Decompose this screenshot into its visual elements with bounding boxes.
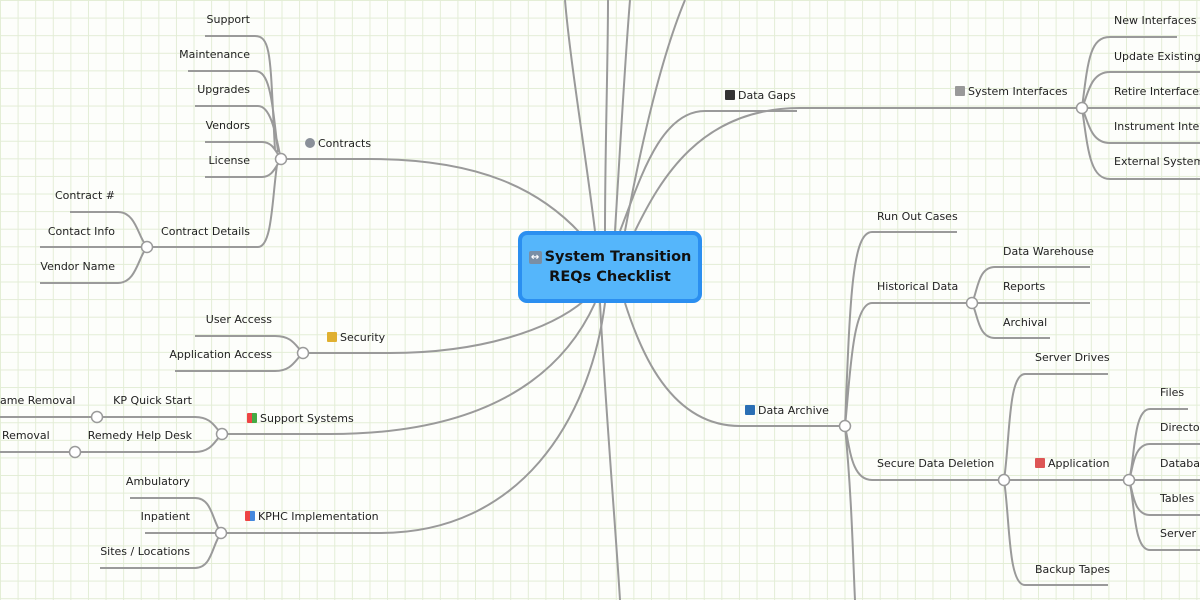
root-title-line1: System Transition	[544, 249, 692, 265]
node-label: Data Gaps	[738, 89, 796, 102]
node-contracts[interactable]: Contracts	[305, 137, 371, 151]
node-label: System Interfaces	[968, 85, 1068, 98]
node-new-interfaces[interactable]: New Interfaces	[1114, 14, 1197, 27]
key-icon	[327, 332, 337, 342]
node-secure-data-deletion[interactable]: Secure Data Deletion	[877, 457, 995, 470]
node-label: Application	[1048, 457, 1110, 470]
node-reports[interactable]: Reports	[1003, 280, 1046, 293]
node-backup-tapes[interactable]: Backup Tapes	[1035, 563, 1110, 576]
book-icon	[745, 405, 755, 415]
windows-icon	[245, 511, 255, 521]
node-contract-number[interactable]: Contract #	[54, 189, 115, 202]
node-historical-data[interactable]: Historical Data	[877, 280, 959, 293]
node-application-access[interactable]: Application Access	[169, 348, 272, 361]
node-server-drives[interactable]: Server Drives	[1035, 351, 1110, 364]
node-retire-interfaces[interactable]: Retire Interfaces	[1114, 85, 1200, 98]
node-inpatient[interactable]: Inpatient	[140, 510, 190, 523]
node-label: KPHC Implementation	[258, 510, 379, 523]
node-contract-details[interactable]: Contract Details	[161, 225, 250, 238]
node-security[interactable]: Security	[327, 331, 385, 345]
node-label: Support Systems	[260, 412, 354, 425]
node-remedy-help-desk[interactable]: Remedy Help Desk	[87, 429, 192, 442]
node-system-interfaces[interactable]: System Interfaces	[955, 85, 1068, 99]
node-archival[interactable]: Archival	[1003, 316, 1048, 329]
node-upgrades[interactable]: Upgrades	[197, 83, 250, 96]
node-license[interactable]: License	[208, 154, 250, 167]
node-label: Security	[340, 331, 386, 344]
root-title-line2: REQs Checklist	[549, 269, 671, 285]
node-maintenance[interactable]: Maintenance	[179, 48, 250, 61]
node-data-warehouse[interactable]: Data Warehouse	[1003, 245, 1094, 258]
gear-icon	[305, 138, 315, 148]
node-instrument-interfaces[interactable]: Instrument Interfa	[1114, 120, 1200, 133]
node-data-gaps[interactable]: Data Gaps	[725, 89, 796, 103]
windows-icon	[247, 413, 257, 423]
folder-icon	[955, 86, 965, 96]
node-removal[interactable]: Removal	[2, 429, 50, 442]
node-label: Data Archive	[758, 404, 829, 417]
node-run-out-cases[interactable]: Run Out Cases	[877, 210, 958, 223]
node-files[interactable]: Files	[1160, 386, 1185, 399]
node-user-access[interactable]: User Access	[205, 313, 272, 326]
node-kp-quick-start[interactable]: KP Quick Start	[113, 394, 192, 407]
node-vendors[interactable]: Vendors	[205, 119, 250, 132]
node-sites-locations[interactable]: Sites / Locations	[100, 545, 190, 558]
left-right-arrow-icon: ↔	[528, 251, 542, 264]
node-application[interactable]: Application	[1035, 457, 1109, 471]
node-tables[interactable]: Tables	[1160, 492, 1195, 505]
node-update-existing[interactable]: Update Existing In	[1114, 50, 1200, 63]
node-data-archive[interactable]: Data Archive	[745, 404, 829, 418]
node-name-removal[interactable]: ame Removal	[0, 394, 76, 407]
node-server[interactable]: Server	[1160, 527, 1197, 540]
node-contact-info[interactable]: Contact Info	[47, 225, 115, 238]
monitor-icon	[725, 90, 735, 100]
node-vendor-name[interactable]: Vendor Name	[40, 260, 115, 273]
node-databases[interactable]: Databas	[1160, 457, 1200, 470]
calendar-icon	[1035, 458, 1045, 468]
node-ambulatory[interactable]: Ambulatory	[125, 475, 190, 488]
node-external-systems[interactable]: External Systems	[1114, 155, 1200, 168]
node-directories[interactable]: Director	[1160, 421, 1200, 434]
node-label: Contracts	[318, 137, 372, 150]
node-kphc-implementation[interactable]: KPHC Implementation	[245, 510, 379, 524]
node-support[interactable]: Support	[206, 13, 250, 26]
node-support-systems[interactable]: Support Systems	[247, 412, 354, 426]
